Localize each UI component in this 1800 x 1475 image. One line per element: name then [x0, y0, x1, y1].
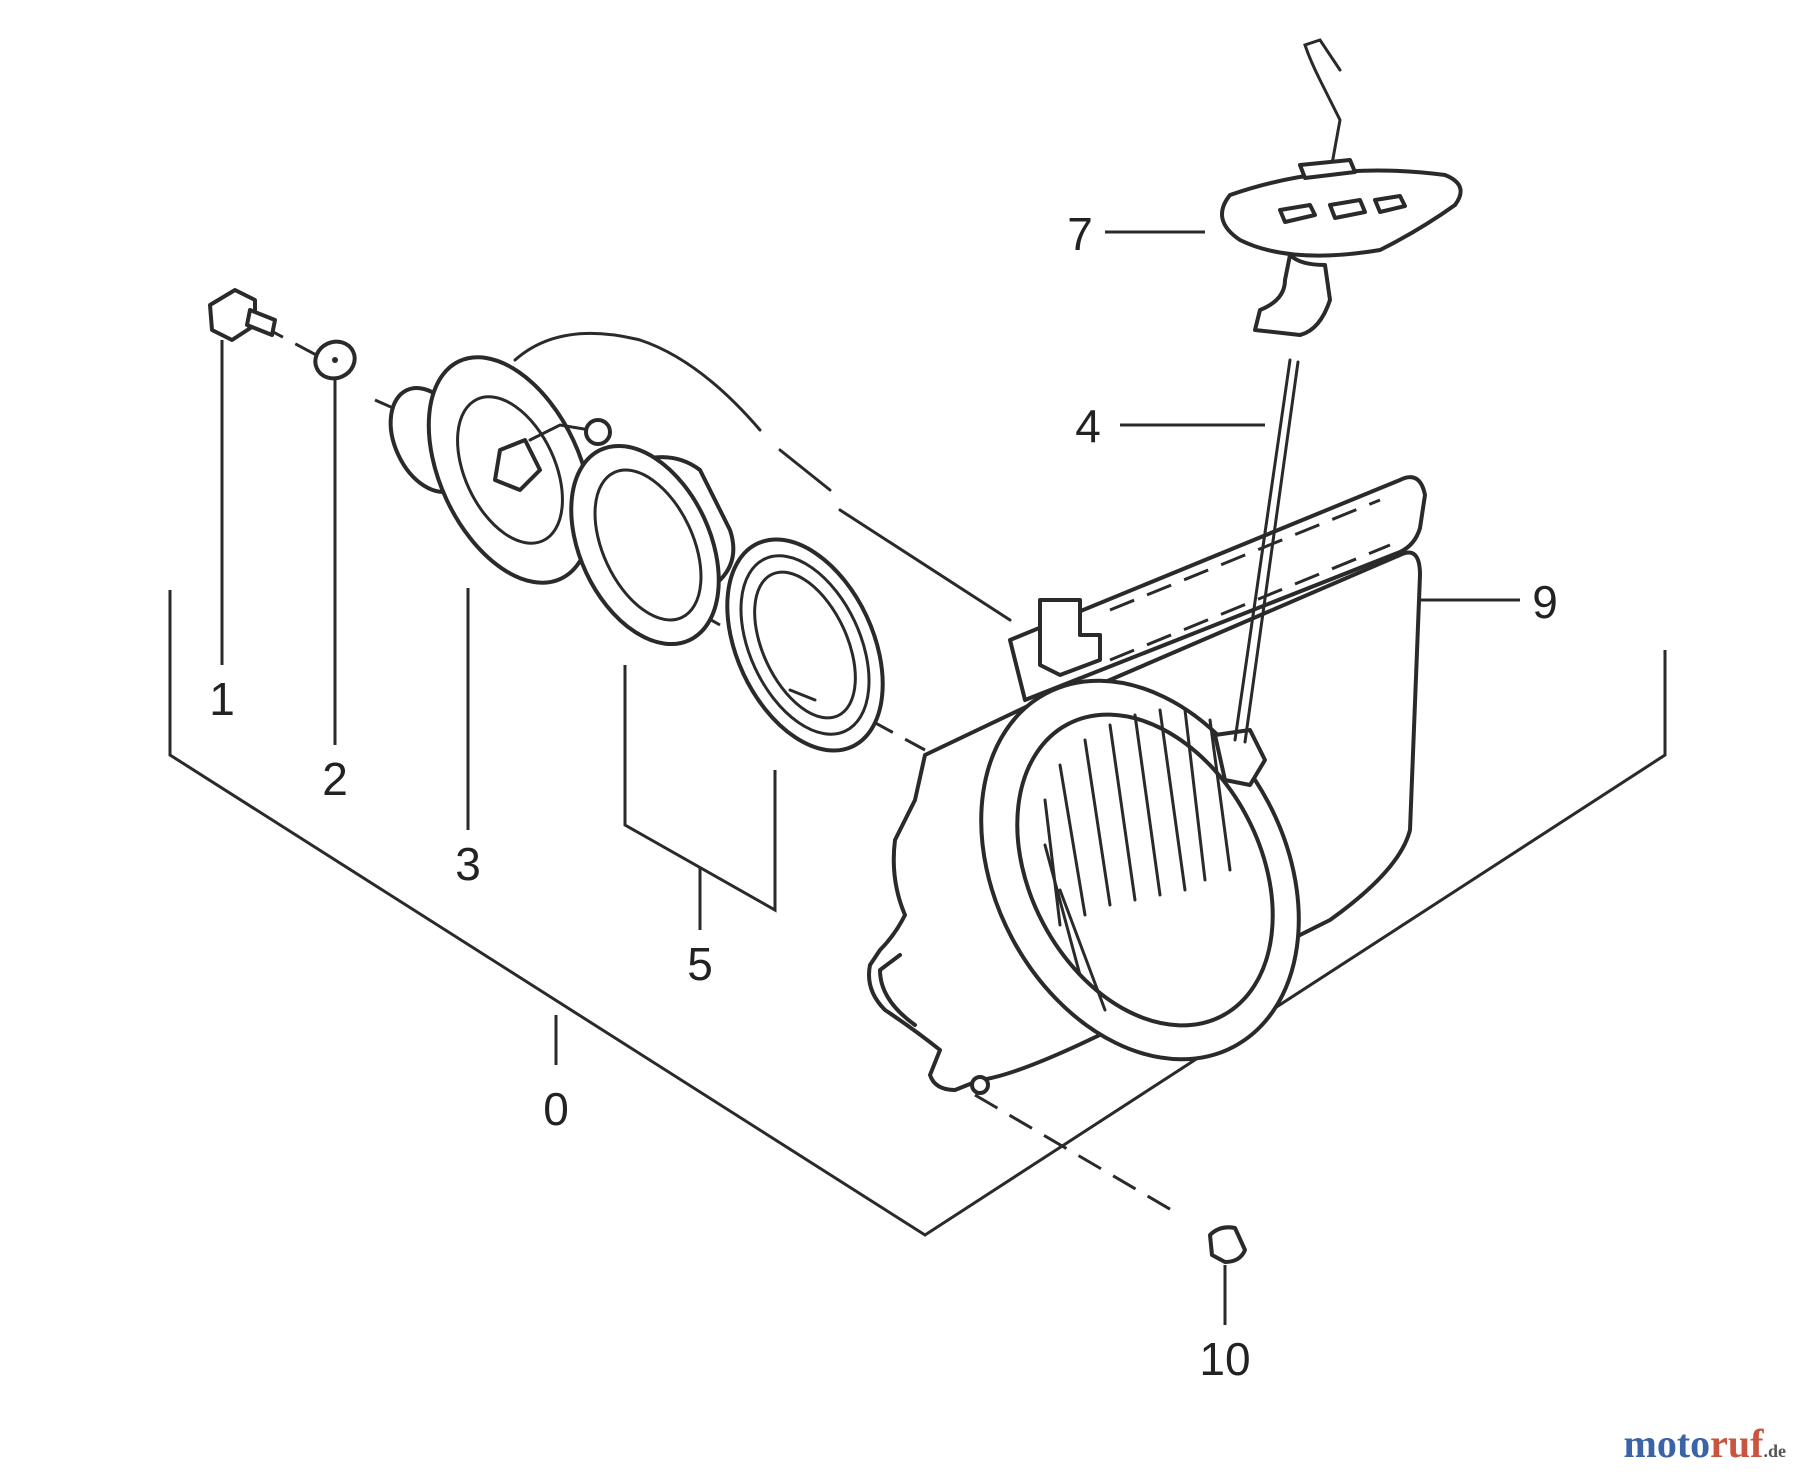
callout-10: 10	[1199, 1333, 1250, 1385]
pulley-icon	[388, 355, 612, 585]
spring-icon	[725, 537, 885, 753]
watermark-suffix: .de	[1763, 1441, 1787, 1461]
callout-5: 5	[687, 938, 713, 990]
rope-icon	[513, 331, 1300, 744]
spring-case-icon	[569, 443, 736, 647]
watermark-part1: moto	[1623, 1421, 1711, 1466]
watermark-part2: ruf	[1710, 1421, 1764, 1466]
handle-icon	[1220, 38, 1463, 337]
callout-9: 9	[1532, 576, 1558, 628]
callout-0: 0	[543, 1083, 569, 1135]
washer-icon	[313, 339, 357, 381]
watermark-logo: motoruf.de	[1624, 1420, 1786, 1467]
assembly-bracket	[168, 590, 1667, 1237]
leader-lines	[220, 230, 1520, 1325]
callout-1: 1	[209, 673, 235, 725]
callout-3: 3	[455, 838, 481, 890]
callout-4: 4	[1075, 400, 1101, 452]
housing-icon	[867, 475, 1427, 1095]
screw-icon	[1208, 1225, 1247, 1264]
callout-7: 7	[1067, 208, 1093, 260]
bolt-icon	[208, 288, 277, 342]
callout-2: 2	[322, 753, 348, 805]
